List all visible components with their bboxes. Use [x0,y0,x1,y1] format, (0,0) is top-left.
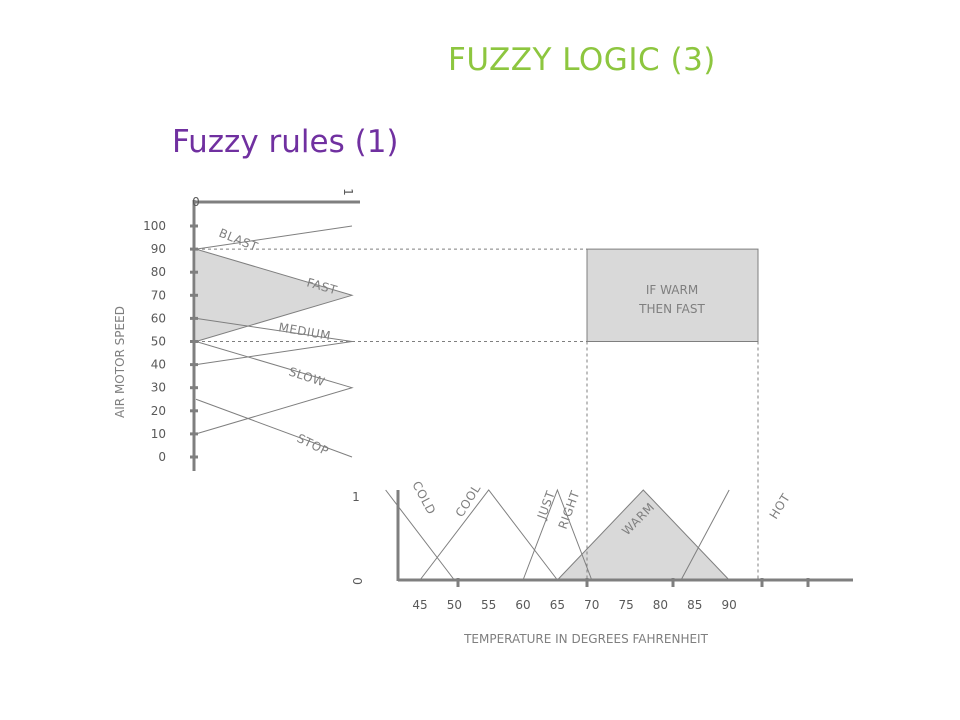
slide-subtitle: Fuzzy rules (1) [172,124,399,160]
speed-tick-label: 30 [151,381,166,395]
speed-tick-label: 90 [151,242,166,256]
set-line-cold [385,489,455,581]
speed-tick-label: 10 [151,427,166,441]
set-line-slow [195,341,354,435]
set-label-stop: STOP [295,431,331,458]
temperature-tick-label: 80 [653,598,668,612]
speed-tick-label: 50 [151,335,166,349]
temperature-tick-label: 70 [584,598,599,612]
rule-line-2: THEN FAST [638,302,705,316]
fast-highlight-area [196,249,352,342]
set-label-cool: COOL [453,482,484,520]
speed-tick-label: 80 [151,265,166,279]
temperature-tick-label: 85 [687,598,702,612]
speed-tick-label: 20 [151,404,166,418]
temperature-tick-label: 50 [447,598,462,612]
set-line-warm [557,489,730,581]
set-line-just-right [522,488,593,581]
speed-tick-label: 40 [151,358,166,372]
speed-tick-label: 60 [151,311,166,325]
set-label-just-right: JUST [534,489,558,522]
rule-graphic: IF WARM THEN FAST [196,248,759,580]
set-line-hot [680,489,730,581]
set-line-blast [195,225,353,250]
temp-membership-tick-label: 0 [351,577,365,585]
set-label-cold: COLD [409,479,438,517]
temperature-tick-label: 45 [412,598,427,612]
set-line-stop [195,398,353,458]
rule-line-1: IF WARM [646,283,698,297]
set-label-slow: SLOW [287,365,327,390]
slide-title: FUZZY LOGIC (3) [448,42,716,78]
rule-box [586,248,759,343]
warm-highlight-area [557,490,730,580]
membership-tick-label: 0 [192,195,200,209]
temperature-tick-label: 65 [550,598,565,612]
temperature-axis-title: TEMPERATURE IN DEGREES FAHRENHEIT [463,632,709,646]
membership-tick-label: 1 [341,188,355,196]
speed-tick-label: 100 [143,219,166,233]
set-line-cool [419,489,558,581]
set-label-hot: HOT [767,491,793,522]
temperature-tick-label: 90 [722,598,737,612]
temperature-tick-label: 60 [515,598,530,612]
temperature-tick-label: 75 [618,598,633,612]
speed-tick-label: 70 [151,288,166,302]
temp-membership-tick-label: 1 [352,490,360,504]
set-label-blast: BLAST [217,226,260,254]
speed-tick-label: 0 [158,450,166,464]
temperature-tick-label: 55 [481,598,496,612]
set-label-medium: MEDIUM [277,320,331,343]
speed-axis-title: AIR MOTOR SPEED [113,306,127,418]
